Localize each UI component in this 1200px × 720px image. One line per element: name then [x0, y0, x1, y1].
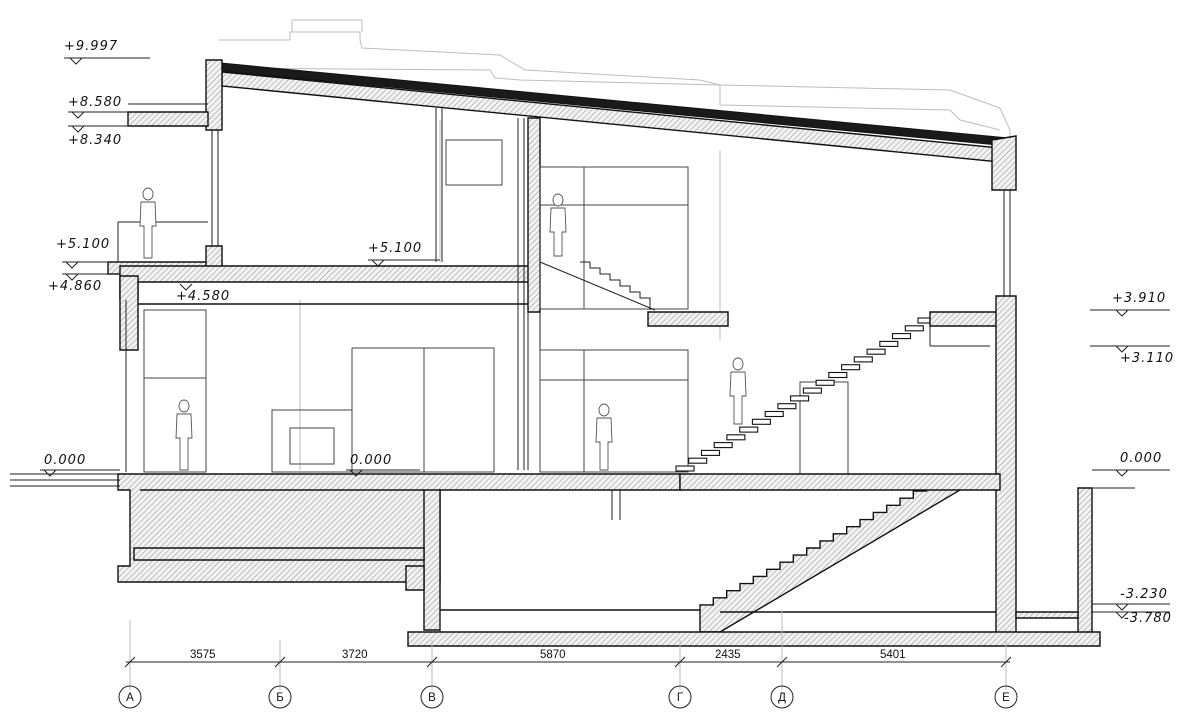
axis-e: Е: [1002, 692, 1010, 704]
level-landing-bottom: +3.110: [1120, 351, 1174, 366]
stair-tread: [802, 387, 822, 394]
right-wall: [995, 295, 1093, 637]
stair-tread: [726, 434, 746, 441]
ground-line: [10, 473, 1135, 489]
dim-d-e: 5401: [880, 649, 906, 661]
stair-tread: [713, 442, 733, 449]
stair-tread: [853, 356, 873, 363]
basement-stair: [699, 483, 962, 633]
axis-d: Д: [778, 692, 786, 704]
level-basement-lower: -3.780: [1124, 611, 1172, 626]
dim-b-v: 3720: [342, 649, 368, 661]
stair-tread: [828, 371, 848, 379]
upper-stair: [539, 261, 729, 327]
stair-tread: [790, 395, 810, 402]
level-first-floor: 0.000: [350, 453, 392, 468]
level-markers: +9.997 +8.580 +8.340 +5.100 +4.860 +5.10…: [40, 39, 1174, 626]
person-figure: [175, 399, 193, 471]
dim-v-g: 5870: [540, 649, 566, 661]
stair-tread: [879, 340, 899, 347]
interior-walls: [435, 108, 541, 470]
dim-a-b: 3575: [190, 649, 216, 661]
level-canopy-top: +8.580: [68, 95, 122, 110]
person-figure: [139, 187, 157, 259]
basement-slab: [407, 473, 1101, 647]
level-ground-left: 0.000: [44, 453, 86, 468]
windows: [125, 139, 1011, 475]
stair-tread: [866, 348, 886, 355]
axis-b: Б: [276, 692, 284, 704]
ground-floor-slab: [117, 473, 681, 631]
stair-tread: [675, 465, 695, 472]
canopy: [127, 103, 209, 127]
stair-tread: [904, 325, 924, 332]
level-landing-top: +3.910: [1112, 291, 1166, 306]
stair-tread: [891, 333, 912, 340]
level-canopy-bottom: +8.340: [68, 133, 122, 148]
basement-stair-flight: [699, 483, 962, 633]
people-figures: [139, 187, 747, 471]
level-roof-top: +9.997: [64, 39, 118, 54]
stair-tread: [815, 379, 835, 386]
background-outline: [218, 19, 1011, 470]
stair-tread: [841, 364, 861, 371]
level-ground-right: 0.000: [1120, 451, 1162, 466]
axis-a: А: [126, 692, 134, 704]
stair-tread: [688, 457, 708, 464]
level-balcony-bottom: +4.860: [48, 279, 102, 294]
second-floor-slab: [119, 265, 533, 351]
stair-tread: [751, 418, 771, 425]
level-basement-upper: -3.230: [1120, 587, 1168, 602]
axis-v: В: [428, 692, 436, 704]
stair-tread: [777, 403, 797, 410]
level-balcony-top: +5.100: [56, 237, 110, 252]
dim-g-d: 2435: [715, 649, 741, 661]
stair-tread: [700, 449, 721, 456]
axis-markers: А Б В Г Д Е: [118, 685, 1018, 709]
level-second-floor: +5.100: [368, 241, 422, 256]
axis-g: Г: [677, 692, 684, 704]
person-figure: [549, 193, 567, 257]
right-landing: [929, 311, 1001, 347]
level-ceiling-first: +4.580: [176, 289, 230, 304]
roof-slab: [205, 59, 1017, 191]
balcony: [107, 130, 223, 275]
person-figure: [595, 403, 613, 471]
main-stair: [675, 317, 937, 472]
stair-tread: [739, 426, 759, 433]
stair-tread: [764, 410, 784, 418]
dimension-chain: 3575 3720 5870 2435 5401: [124, 610, 1012, 690]
person-figure: [729, 357, 747, 425]
